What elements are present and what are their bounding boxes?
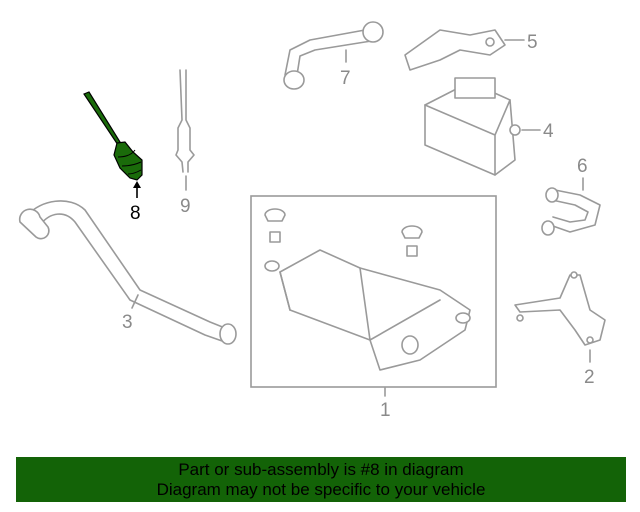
part-6-hose[interactable] xyxy=(541,177,601,236)
info-banner: Part or sub-assembly is #8 in diagram Di… xyxy=(16,457,626,502)
part-1-canister[interactable] xyxy=(250,195,497,397)
part-8-sensor-highlighted[interactable] xyxy=(83,91,143,198)
part-3-hose[interactable] xyxy=(18,200,237,345)
callout-1: 1 xyxy=(380,400,391,421)
banner-line-part: Part or sub-assembly is #8 in diagram xyxy=(178,460,464,479)
callout-5: 5 xyxy=(527,32,538,53)
callout-8: 8 xyxy=(130,203,141,224)
part-5-bracket[interactable] xyxy=(404,29,525,71)
callout-6: 6 xyxy=(577,156,588,177)
callout-4: 4 xyxy=(543,121,554,142)
part-7-hose[interactable] xyxy=(283,21,384,90)
part-4-module[interactable] xyxy=(424,77,541,176)
callout-3: 3 xyxy=(122,312,133,333)
callout-7: 7 xyxy=(340,68,351,89)
callout-2: 2 xyxy=(584,367,595,388)
part-9-sensor[interactable] xyxy=(175,69,195,191)
callout-9: 9 xyxy=(180,196,191,217)
banner-line-disclaimer: Diagram may not be specific to your vehi… xyxy=(156,480,486,499)
part-2-bracket[interactable] xyxy=(514,271,606,363)
